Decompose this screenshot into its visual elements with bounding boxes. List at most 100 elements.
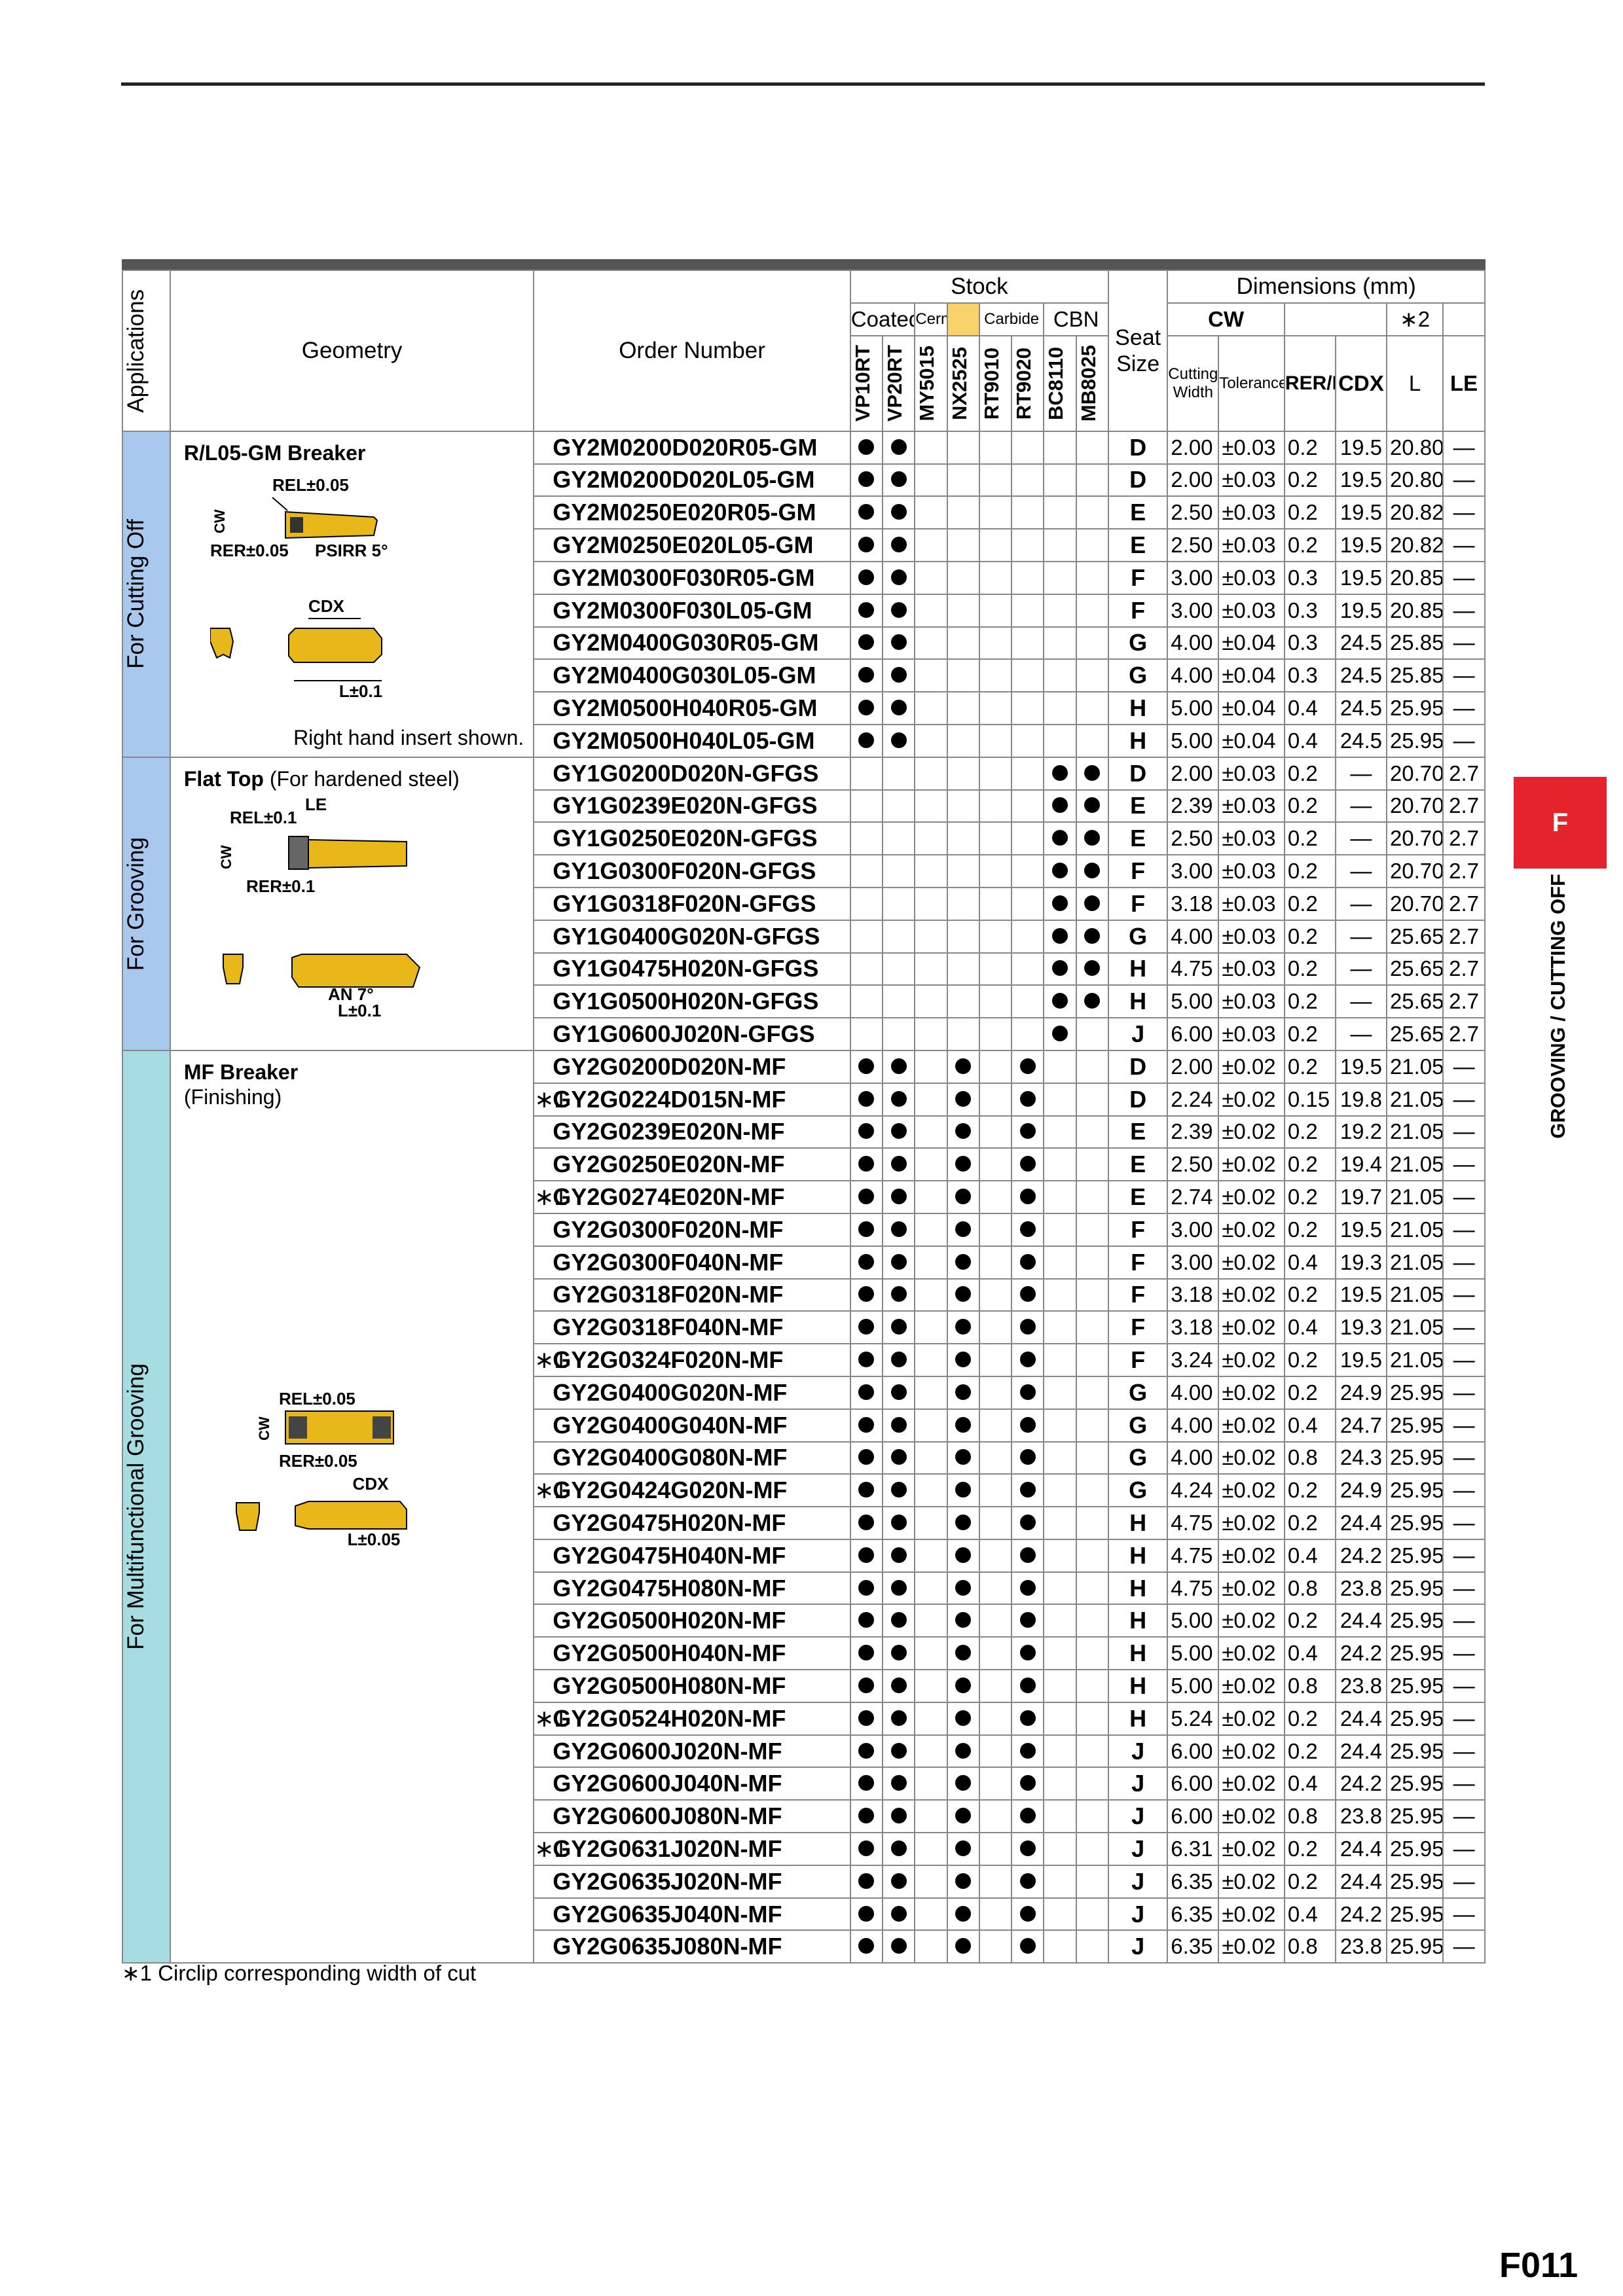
diagram-label: RER±0.1 xyxy=(246,876,315,896)
stock-cell xyxy=(1043,919,1077,954)
stock-cell xyxy=(1043,1408,1077,1443)
length-cell: 25.95 xyxy=(1385,1506,1444,1540)
cdx-cell: 19.4 xyxy=(1334,1147,1387,1182)
diagram-label: RER±0.05 xyxy=(210,541,289,560)
stock-cell xyxy=(882,1375,916,1410)
seat-size-cell: J xyxy=(1107,1734,1169,1768)
tolerance-cell: ±0.02 xyxy=(1218,1082,1285,1117)
rer-l-cell: 0.2 xyxy=(1283,1734,1336,1768)
cdx-cell: 23.8 xyxy=(1334,1799,1387,1834)
stock-cell xyxy=(849,1082,884,1117)
le-cell: — xyxy=(1442,430,1486,465)
stock-cell xyxy=(914,1441,948,1475)
length-cell: 21.05 xyxy=(1385,1212,1444,1247)
cdx-cell: — xyxy=(1334,984,1387,1019)
stock-cell xyxy=(1043,854,1077,888)
stock-cell xyxy=(1075,919,1109,954)
in-stock-dot xyxy=(890,1189,907,1205)
in-stock-dot xyxy=(890,1058,907,1074)
stock-cell xyxy=(978,593,1013,628)
order-number: GY2G0500H040N-MF xyxy=(533,1636,851,1671)
seat-size-cell: F xyxy=(1107,1212,1169,1247)
stock-cell xyxy=(978,1212,1013,1247)
stock-cell xyxy=(1011,1310,1045,1345)
stock-cell xyxy=(882,1929,916,1964)
in-stock-dot xyxy=(890,1873,907,1889)
stock-cell xyxy=(946,1441,980,1475)
le-cell: — xyxy=(1442,691,1486,725)
stock-cell xyxy=(946,886,980,921)
stock-cell xyxy=(882,1864,916,1899)
stock-cell xyxy=(946,593,980,628)
cdx-cell: 24.3 xyxy=(1334,1441,1387,1475)
rer-l-cell: 0.4 xyxy=(1283,1245,1336,1280)
in-stock-dot xyxy=(1052,830,1068,846)
rer-l-cell: 0.8 xyxy=(1283,1799,1336,1834)
seat-size-cell: F xyxy=(1107,560,1169,595)
stock-cell xyxy=(946,984,980,1019)
le-cell: 2.7 xyxy=(1442,952,1486,986)
stock-cell xyxy=(1043,1473,1077,1508)
in-stock-dot xyxy=(890,634,907,651)
in-stock-dot xyxy=(1019,1710,1036,1726)
stock-cell xyxy=(1043,1017,1077,1051)
cdx-cell: 24.4 xyxy=(1334,1734,1387,1768)
stock-cell xyxy=(849,1636,884,1671)
stock-cell xyxy=(1075,1832,1109,1866)
stock-cell xyxy=(914,1017,948,1051)
cutting-width-cell: 6.35 xyxy=(1167,1929,1220,1964)
cdx-cell: 24.5 xyxy=(1334,723,1387,758)
stock-cell xyxy=(882,1049,916,1084)
stock-cell xyxy=(914,723,948,758)
cdx-cell: 23.8 xyxy=(1334,1669,1387,1703)
le-cell: 2.7 xyxy=(1442,1017,1486,1051)
in-stock-dot xyxy=(890,1905,907,1922)
cdx-cell: 24.4 xyxy=(1334,1506,1387,1540)
stock-cell xyxy=(914,1473,948,1508)
stock-cell xyxy=(1043,1180,1077,1214)
stock-cell xyxy=(978,463,1013,497)
stock-cell xyxy=(946,495,980,530)
in-stock-dot xyxy=(1019,1514,1036,1530)
stock-cell xyxy=(914,430,948,465)
in-stock-dot xyxy=(890,1645,907,1661)
in-stock-dot xyxy=(955,1514,972,1530)
top-rule xyxy=(121,82,1485,86)
stock-cell xyxy=(1043,1669,1077,1703)
stock-cell xyxy=(849,1441,884,1475)
stock-cell xyxy=(882,1571,916,1605)
stock-cell xyxy=(1043,430,1077,465)
stock-cell xyxy=(1075,1017,1109,1051)
length-cell: 25.95 xyxy=(1385,1538,1444,1573)
rer-l-cell: 0.2 xyxy=(1283,528,1336,562)
cdx-cell: 23.8 xyxy=(1334,1929,1387,1964)
cutting-width-cell: 3.18 xyxy=(1167,1278,1220,1312)
stock-cell xyxy=(882,854,916,888)
applications-header: Applications xyxy=(122,270,171,432)
stock-cell xyxy=(1075,691,1109,725)
length-cell: 25.95 xyxy=(1385,1799,1444,1834)
length-cell: 25.95 xyxy=(1385,1604,1444,1638)
stock-cell xyxy=(849,1017,884,1051)
stock-cell xyxy=(978,1571,1013,1605)
cutting-width-cell: 2.00 xyxy=(1167,756,1220,791)
stock-cell xyxy=(914,1734,948,1768)
in-stock-dot xyxy=(955,1612,972,1628)
section-tab[interactable]: F xyxy=(1514,777,1607,869)
diagram-label: REL±0.05 xyxy=(272,475,349,495)
order-number: GY2M0250E020R05-GM xyxy=(533,495,851,530)
stock-cell xyxy=(1075,626,1109,660)
tolerance-cell: ±0.03 xyxy=(1218,886,1285,921)
stock-cell xyxy=(882,463,916,497)
stock-cell xyxy=(1043,1832,1077,1866)
stock-cell xyxy=(882,952,916,986)
cutting-width-cell: 2.00 xyxy=(1167,430,1220,465)
